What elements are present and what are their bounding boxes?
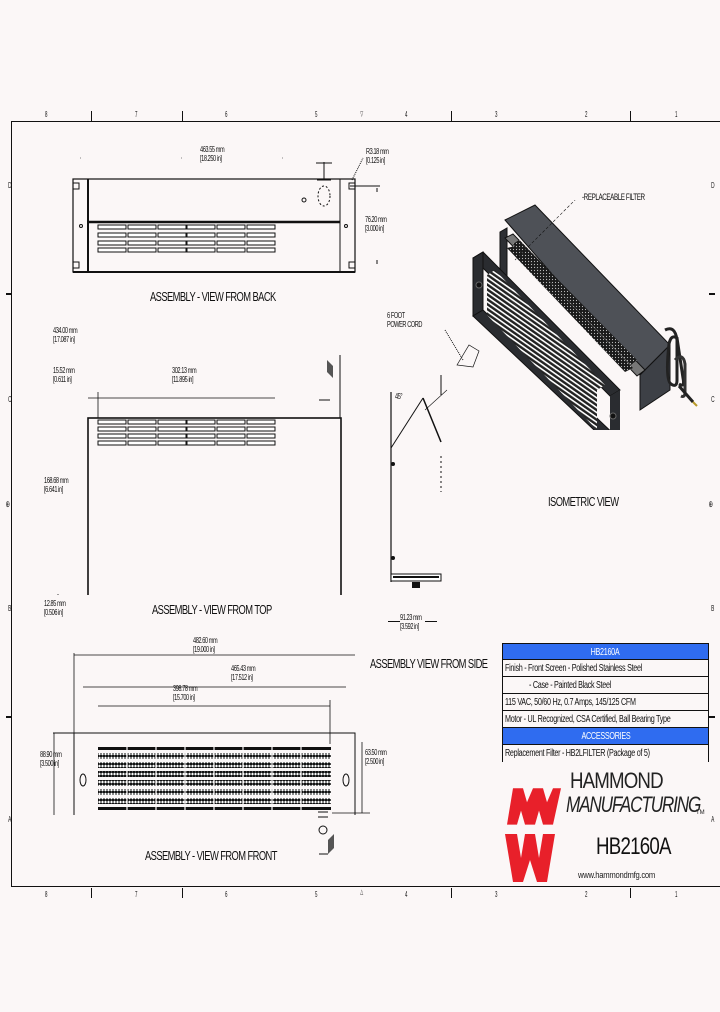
website-link[interactable]: www.hammondmfg.com bbox=[578, 870, 656, 880]
column-label: 3 bbox=[495, 110, 498, 119]
spec-row: Motor - UL Recognized, CSA Certified, Ba… bbox=[503, 711, 708, 728]
isometric-product-drawing bbox=[472, 200, 698, 430]
back-view-caption: ASSEMBLY - VIEW FROM BACK bbox=[150, 289, 276, 304]
top-body-dimension: 168.68 mm[6.641 in] bbox=[44, 476, 69, 494]
row-label: D bbox=[711, 181, 715, 190]
accessory-row: Replacement Filter - HB2LFILTER (Package… bbox=[505, 748, 650, 759]
company-name-line1: HAMMOND bbox=[570, 768, 664, 793]
dimension-line bbox=[425, 621, 437, 622]
row-tick bbox=[6, 716, 12, 718]
top-depth-dimension: 434.00 mm[17.087 in] bbox=[53, 326, 78, 344]
row-tick bbox=[6, 293, 12, 295]
drawing-frame bbox=[11, 121, 720, 887]
row-tick bbox=[709, 716, 715, 718]
top-vent-dimension: 302.13 mm[11.895 in] bbox=[172, 366, 197, 384]
accessories-header: ACCESSORIES bbox=[503, 728, 708, 745]
ruler-tick bbox=[182, 888, 183, 898]
replaceable-filter-callout: -REPLACEABLE FILTER bbox=[582, 192, 645, 202]
column-label: 2 bbox=[585, 110, 588, 119]
column-label: 4 bbox=[405, 890, 408, 899]
row-label: B bbox=[8, 604, 12, 613]
back-view-drawing bbox=[72, 157, 380, 273]
trademark: TM bbox=[696, 810, 705, 816]
row-label: D bbox=[8, 181, 12, 190]
ruler-tick bbox=[451, 888, 452, 898]
back-height-dimension: 76.20 mm[3.000 in] bbox=[365, 215, 387, 233]
top-flange-dimension: 12.85 mm[0.506 in] bbox=[44, 599, 66, 617]
spec-row: - Case - Painted Black Steel bbox=[503, 677, 708, 694]
ruler-tick bbox=[182, 111, 183, 121]
back-width-dimension: 463.55 mm[18.250 in] bbox=[200, 145, 225, 163]
column-label: 1 bbox=[675, 890, 678, 899]
ruler-tick bbox=[630, 111, 631, 121]
column-label: 6 bbox=[225, 110, 228, 119]
front-view-drawing bbox=[53, 653, 370, 815]
ruler-tick bbox=[451, 111, 452, 121]
front-view-caption: ASSEMBLY - VIEW FROM FRONT bbox=[145, 848, 277, 863]
dimension-line bbox=[388, 621, 400, 622]
spec-row: 115 VAC, 50/60 Hz, 0.7 Amps, 145/125 CFM bbox=[503, 694, 708, 711]
center-mark: ⊕ bbox=[5, 499, 11, 509]
front-holes-dimension: 465.43 mm[17.512 in] bbox=[231, 664, 256, 682]
row-label: B bbox=[711, 604, 715, 613]
center-mark: ⊕ bbox=[708, 499, 714, 509]
hammond-logo-icon bbox=[505, 788, 561, 882]
front-detail-symbol bbox=[318, 811, 334, 855]
column-label: 1 bbox=[675, 110, 678, 119]
ruler-tick bbox=[630, 888, 631, 898]
column-label: 7 bbox=[135, 890, 138, 899]
ruler-tick bbox=[91, 111, 92, 121]
column-label: 2 bbox=[585, 890, 588, 899]
back-radius-dimension: R3.18 mm[0.125 in] bbox=[366, 147, 389, 165]
column-label: 4 bbox=[405, 110, 408, 119]
ruler-tick bbox=[91, 888, 92, 898]
column-label: 8 bbox=[45, 890, 48, 899]
top-offset-dimension: 15.52 mm[0.611 in] bbox=[53, 366, 75, 384]
spec-table-title: HB2160A bbox=[503, 643, 708, 660]
side-angle-label: 45° bbox=[395, 392, 403, 401]
row-label: C bbox=[8, 395, 12, 404]
row-tick bbox=[709, 293, 715, 295]
top-view-caption: ASSEMBLY - VIEW FROM TOP bbox=[152, 602, 272, 617]
spec-table: HB2160A Finish - Front Screen - Polished… bbox=[502, 643, 709, 762]
datum-marker: △ bbox=[360, 889, 364, 896]
column-label: 6 bbox=[225, 890, 228, 899]
top-view-drawing bbox=[57, 355, 342, 595]
front-overall-dimension: 482.60 mm[19.000 in] bbox=[193, 636, 218, 654]
row-label: A bbox=[711, 815, 715, 824]
column-label: 7 bbox=[135, 110, 138, 119]
side-depth-dimension: 91.23 mm[3.592 in] bbox=[400, 613, 422, 631]
column-label: 8 bbox=[45, 110, 48, 119]
side-view-caption: ASSEMBLY VIEW FROM SIDE bbox=[370, 656, 488, 671]
front-grille-dimension: 398.78 mm[15.700 in] bbox=[173, 684, 198, 702]
row-label: A bbox=[8, 815, 12, 824]
column-label: 5 bbox=[315, 110, 318, 119]
model-number: HB2160A bbox=[596, 833, 671, 860]
front-height-dimension: 88.90 mm[3.500 in] bbox=[40, 750, 62, 768]
spec-row: Finish - Front Screen - Polished Stainle… bbox=[503, 660, 708, 677]
column-label: 5 bbox=[315, 890, 318, 899]
datum-marker: ▽ bbox=[360, 111, 364, 118]
isometric-view-caption: ISOMETRIC VIEW bbox=[548, 494, 619, 509]
side-view-drawing bbox=[390, 329, 480, 588]
company-name-line2: MANUFACTURING bbox=[566, 792, 701, 817]
row-label: C bbox=[711, 395, 715, 404]
column-label: 3 bbox=[495, 890, 498, 899]
front-grille-height-dimension: 63.50 mm[2.500 in] bbox=[365, 748, 387, 766]
